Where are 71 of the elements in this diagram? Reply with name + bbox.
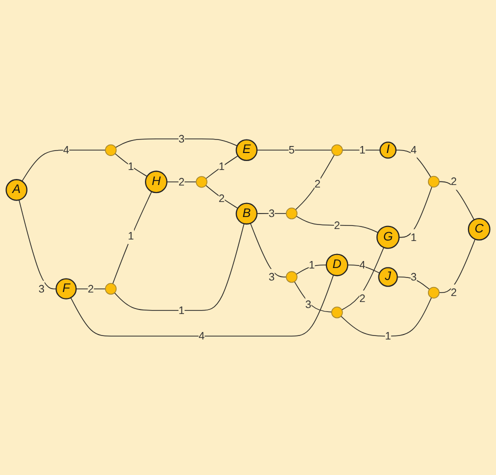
node-point bbox=[428, 176, 440, 188]
edge-label: 3 bbox=[305, 298, 312, 310]
node-point bbox=[286, 208, 298, 220]
connector bbox=[396, 150, 432, 178]
connector bbox=[341, 247, 384, 310]
edge-label: 2 bbox=[334, 218, 340, 232]
node-point bbox=[331, 306, 343, 318]
edge-label: 1 bbox=[308, 258, 315, 271]
connector bbox=[112, 191, 152, 284]
edge-label: 3 bbox=[178, 132, 185, 145]
edge-label: 1 bbox=[385, 330, 392, 342]
edge-label: 2 bbox=[450, 286, 457, 298]
connector bbox=[22, 150, 106, 182]
node-circle: E bbox=[236, 139, 258, 162]
connector bbox=[438, 238, 476, 294]
edge-label: 3 bbox=[410, 270, 417, 283]
connector bbox=[398, 186, 432, 238]
node-circle: D bbox=[326, 254, 348, 276]
connector bbox=[115, 138, 238, 148]
connector bbox=[256, 213, 287, 214]
connector bbox=[296, 216, 378, 234]
edge-label: 5 bbox=[288, 144, 295, 156]
node-circle: B bbox=[236, 202, 258, 225]
edge-label: 1 bbox=[359, 144, 366, 156]
edge-label: 3 bbox=[268, 206, 275, 220]
connector bbox=[250, 222, 287, 278]
connector bbox=[296, 264, 327, 275]
connector bbox=[295, 154, 335, 210]
connector bbox=[114, 223, 244, 311]
node-point bbox=[196, 176, 208, 188]
node-circle: C bbox=[468, 218, 490, 240]
edge-label: 4 bbox=[410, 144, 417, 156]
connector bbox=[114, 153, 148, 177]
edge-label: 1 bbox=[128, 160, 134, 172]
edge-label: 4 bbox=[359, 258, 366, 271]
connector bbox=[206, 155, 238, 180]
node-circle: J bbox=[378, 267, 398, 287]
edge-label: 2 bbox=[218, 192, 225, 204]
node-circle: A bbox=[6, 179, 28, 201]
edge-label: 1 bbox=[410, 230, 417, 244]
connector bbox=[256, 150, 332, 151]
connector bbox=[70, 274, 334, 336]
edge-label: 3 bbox=[38, 282, 45, 295]
node-circle: H bbox=[144, 170, 168, 194]
node-point bbox=[331, 144, 343, 156]
node-circle: G bbox=[376, 226, 400, 249]
connector bbox=[438, 181, 474, 220]
edge-label: 4 bbox=[198, 330, 205, 342]
connector bbox=[340, 297, 432, 336]
node-point bbox=[428, 286, 440, 298]
node-point bbox=[286, 271, 298, 283]
edge-label: 3 bbox=[268, 270, 275, 283]
edge-label: 1 bbox=[178, 304, 185, 316]
edge-label: 2 bbox=[359, 292, 366, 304]
connector bbox=[396, 276, 430, 290]
node-point bbox=[105, 283, 117, 295]
connector bbox=[18, 200, 57, 290]
edge-label: 2 bbox=[314, 178, 320, 190]
node-point bbox=[105, 144, 117, 156]
edge-label: 1 bbox=[128, 229, 134, 242]
edge-label: 2 bbox=[88, 282, 94, 295]
connector bbox=[294, 281, 332, 312]
edge-label: 4 bbox=[63, 144, 70, 156]
connector bbox=[205, 184, 238, 209]
edge-label: 1 bbox=[218, 160, 225, 172]
edge-label: 2 bbox=[178, 175, 185, 188]
edge-label: 2 bbox=[450, 175, 457, 188]
node-circle: F bbox=[56, 278, 77, 300]
connector bbox=[342, 150, 380, 151]
node-circle: I bbox=[380, 142, 397, 159]
connector bbox=[76, 288, 106, 290]
